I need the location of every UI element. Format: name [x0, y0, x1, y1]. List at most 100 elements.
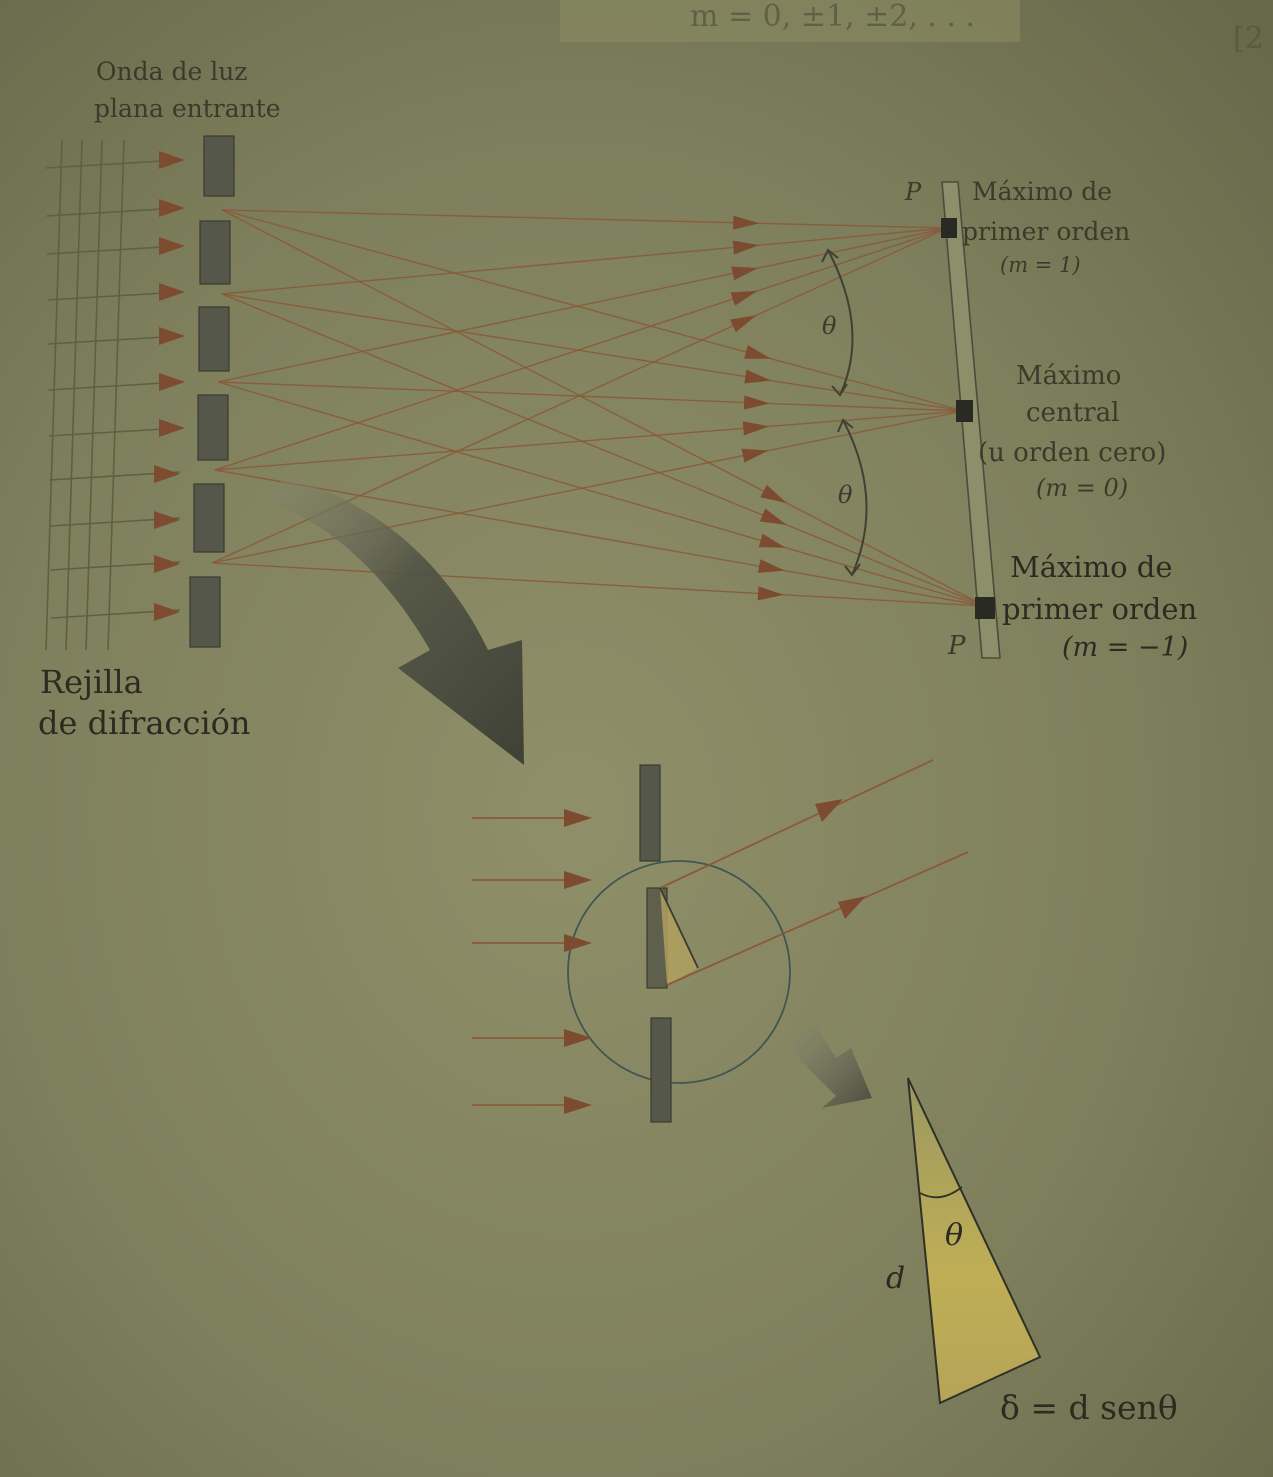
- zoom-incoming-arrowhead: [564, 1029, 592, 1047]
- point-p-bottom: P: [947, 631, 966, 661]
- diffracted-ray: [214, 410, 965, 471]
- diffracted-ray: [217, 381, 965, 412]
- zoom-incoming-arrowhead: [564, 809, 592, 827]
- top-maximum-label-line2: primer orden: [962, 217, 1130, 246]
- grating-bar: [189, 576, 221, 648]
- screen-mark-bottom: [975, 597, 995, 619]
- diffraction-grating: [189, 135, 235, 648]
- zoom-diffracted-rays: [659, 759, 969, 986]
- angle-arcs: [821, 248, 868, 577]
- diffracted-ray: [221, 293, 986, 607]
- zoom-incoming-rays: [472, 809, 592, 1114]
- diffracted-ray-arrowhead: [758, 533, 786, 548]
- incoming-ray: [46, 207, 181, 217]
- incoming-ray-arrowhead: [154, 603, 180, 621]
- triangle-angle-arc: [919, 1186, 963, 1199]
- incoming-wave-label-line1: Onda de luz: [96, 57, 247, 86]
- incoming-ray: [48, 427, 181, 437]
- zoom-ray-lower: [666, 851, 969, 986]
- grating-label-line2: de difracción: [38, 704, 250, 742]
- diffracted-ray-arrowhead: [744, 369, 772, 384]
- central-maximum-label-line3: (u orden cero): [978, 438, 1166, 468]
- zoom-slit-bar-bottom: [650, 1017, 672, 1123]
- screen-mark-top: [941, 218, 957, 238]
- diffracted-ray-group: [211, 209, 986, 607]
- zoom-arrow-small: [790, 1025, 872, 1108]
- top-page-strip: [560, 0, 1020, 42]
- incoming-ray: [45, 159, 181, 169]
- zoom-path-difference-triangle: [660, 888, 698, 985]
- zoom-ray-upper-arrowhead: [815, 799, 843, 822]
- diffracted-ray-arrowhead: [742, 421, 770, 436]
- header-equation: m = 0, ±1, ±2, . . .: [690, 0, 975, 34]
- central-maximum-label-line1: Máximo: [1016, 361, 1121, 391]
- incoming-ray-arrowhead: [159, 151, 185, 169]
- incoming-wave-label-line2: plana entrante: [94, 94, 281, 123]
- wavefront-lines: [45, 139, 125, 651]
- angle-arc-lower: [842, 419, 868, 576]
- grating-bar: [193, 483, 225, 553]
- diffracted-ray-arrowhead: [732, 240, 760, 255]
- zoom-slit-bar-top: [639, 764, 661, 862]
- grating-bar: [203, 135, 235, 197]
- triangle-shape: [907, 1077, 1042, 1405]
- diffracted-ray-arrowhead: [731, 266, 759, 281]
- theta-upper-label: θ: [822, 312, 837, 340]
- angle-arc-upper-head1: [821, 248, 839, 263]
- diffracted-ray-arrowhead: [759, 508, 787, 525]
- diffracted-ray-arrowhead: [730, 315, 757, 333]
- angle-arc-lower-head2: [844, 563, 861, 577]
- diffracted-ray-arrowhead: [744, 345, 772, 359]
- path-difference-triangle: [907, 1077, 1042, 1405]
- diffracted-ray-arrowhead: [757, 559, 785, 574]
- incoming-ray-arrowhead: [154, 555, 180, 573]
- diffracted-ray: [221, 227, 949, 295]
- theta-lower-label: θ: [838, 481, 853, 509]
- bottom-maximum-order: (m = −1): [1062, 632, 1188, 663]
- incoming-ray-arrowhead: [159, 373, 185, 391]
- point-p-top: P: [904, 178, 922, 206]
- angle-arc-upper: [827, 249, 854, 396]
- diffracted-ray: [221, 293, 965, 412]
- zoom-incoming-arrowhead: [564, 934, 592, 952]
- diffracted-ray: [221, 209, 949, 229]
- diffracted-ray-arrowhead: [757, 586, 785, 601]
- screen-mark-central: [956, 400, 973, 422]
- top-maximum-order: (m = 1): [1000, 253, 1081, 277]
- diffracted-ray: [221, 209, 965, 412]
- incoming-ray-arrowhead: [159, 199, 185, 217]
- incoming-ray: [47, 291, 181, 301]
- diffracted-ray: [221, 209, 986, 607]
- screen: [941, 181, 1001, 659]
- side-d-label: d: [886, 1261, 905, 1296]
- angle-arc-upper-head2: [831, 383, 848, 397]
- zoomed-detail: [472, 759, 969, 1123]
- grating-bar: [197, 394, 229, 461]
- angle-arc-lower-head1: [837, 418, 854, 433]
- incoming-ray: [48, 381, 181, 391]
- incoming-ray: [46, 245, 181, 255]
- diffracted-ray: [211, 562, 986, 607]
- incoming-ray-arrowhead: [159, 237, 185, 255]
- top-maximum-label-line1: Máximo de: [972, 177, 1112, 206]
- incoming-ray-arrowhead: [159, 419, 185, 437]
- diffracted-ray-arrowhead: [760, 484, 787, 504]
- diffracted-ray-arrowhead: [730, 290, 758, 306]
- zoom-arrow-large: [262, 478, 524, 765]
- incoming-ray-arrowhead: [154, 465, 180, 483]
- zoom-incoming-arrowhead: [564, 1096, 592, 1114]
- zoom-circle: [567, 860, 791, 1084]
- incoming-ray: [47, 335, 181, 345]
- diffracted-ray: [214, 469, 986, 607]
- grating-bar: [199, 220, 231, 285]
- zoom-incoming-arrowhead: [564, 871, 592, 889]
- zoom-perpendicular: [659, 887, 699, 969]
- incoming-ray-group: [45, 151, 185, 621]
- diffracted-ray-arrowhead: [743, 395, 771, 410]
- diffracted-ray: [214, 227, 949, 471]
- incoming-ray-arrowhead: [159, 327, 185, 345]
- theta-triangle-label: θ: [945, 1218, 963, 1253]
- bottom-maximum-label-line1: Máximo de: [1010, 550, 1173, 584]
- diffracted-ray-arrowhead: [741, 448, 769, 463]
- central-maximum-label-line2: central: [1026, 398, 1119, 428]
